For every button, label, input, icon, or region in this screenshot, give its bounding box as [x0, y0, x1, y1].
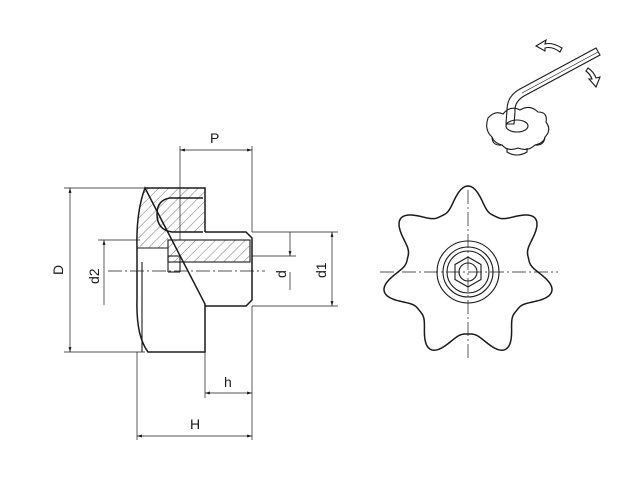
side-view [108, 186, 265, 353]
insert-outline [167, 239, 251, 263]
isometric-sketch [486, 38, 601, 156]
dim-label-d1: d1 [313, 262, 329, 278]
dim-label-p: P [210, 130, 219, 146]
hub-outline [205, 231, 253, 307]
iso-hub [505, 119, 529, 133]
knob-pocket [156, 197, 203, 233]
dim-label-h: h [224, 374, 232, 390]
rotate-arrow-right-icon [585, 67, 601, 89]
allen-key [505, 47, 601, 125]
dim-label-d-outer: D [50, 265, 66, 275]
dimensions: P D d2 d d1 h H [50, 130, 338, 440]
front-view [380, 185, 558, 358]
dim-label-h-total: H [190, 416, 200, 432]
iso-boss [506, 148, 528, 156]
dim-label-d: d [273, 270, 289, 278]
insert-section-hatch [168, 240, 250, 262]
rotate-arrow-left-icon [534, 38, 563, 53]
knob-section-hatch [137, 188, 205, 248]
dim-label-d2: d2 [86, 268, 102, 284]
knob-outline [136, 186, 206, 353]
